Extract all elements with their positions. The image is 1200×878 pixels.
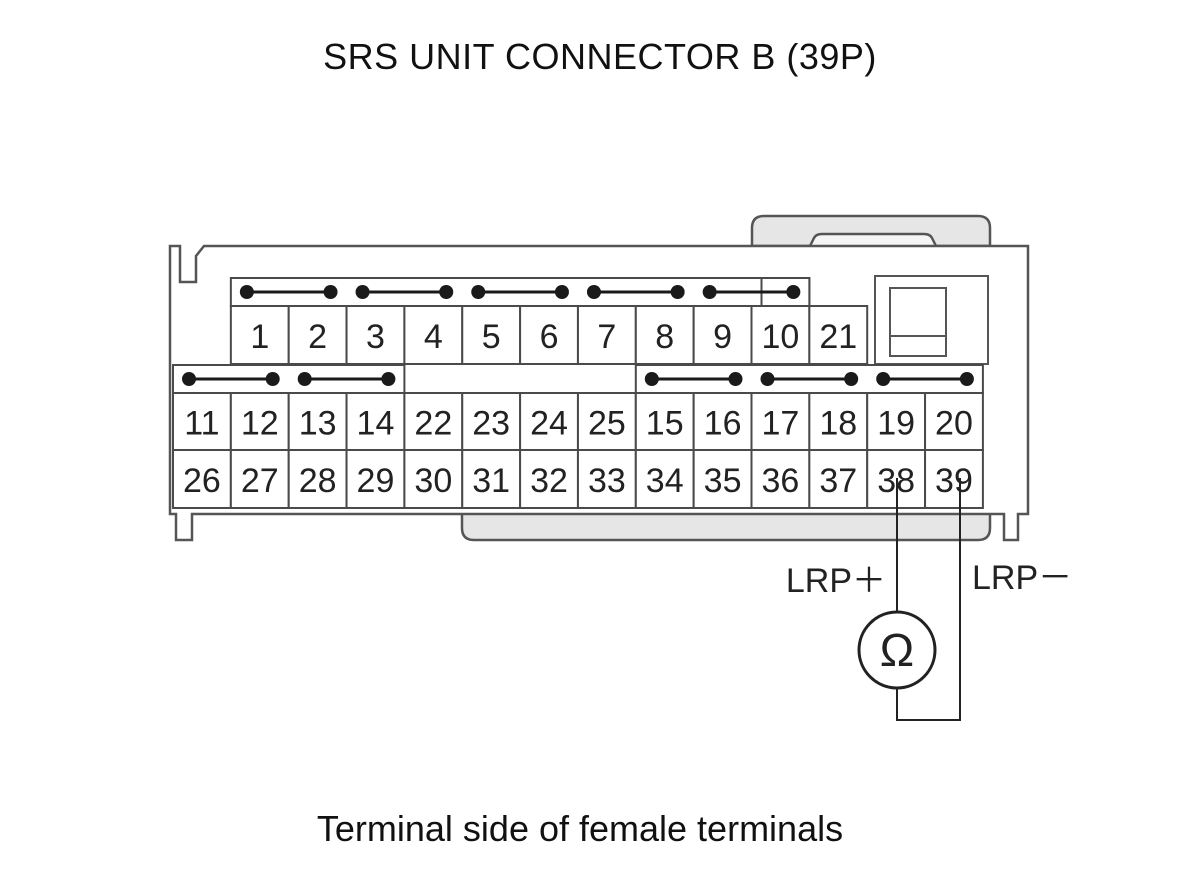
terminal-cavity bbox=[924, 449, 984, 509]
terminal-number: 27 bbox=[241, 462, 279, 500]
ohmmeter-icon bbox=[857, 610, 937, 690]
terminal-number: 3 bbox=[366, 318, 385, 356]
terminal-number: 10 bbox=[762, 318, 800, 356]
shorting-bar-contact bbox=[586, 285, 601, 299]
terminal-cavity bbox=[519, 392, 579, 451]
terminal-number: 6 bbox=[540, 318, 559, 356]
terminal-cavity bbox=[287, 392, 348, 451]
terminal-cavity bbox=[403, 449, 464, 509]
shorting-bar-contact bbox=[876, 372, 891, 386]
terminal-number: 11 bbox=[184, 405, 219, 443]
terminal-number: 23 bbox=[472, 405, 510, 443]
terminal-cavity bbox=[461, 392, 522, 451]
terminal-number: 25 bbox=[588, 405, 626, 443]
shorting-bar-contact bbox=[381, 372, 396, 386]
shorting-bar-contact bbox=[554, 285, 569, 299]
terminal-number: 37 bbox=[819, 462, 857, 500]
terminal-number: 7 bbox=[597, 318, 616, 356]
terminal-number: 1 bbox=[250, 318, 269, 356]
terminal-cavity bbox=[287, 449, 348, 509]
terminal-number: 34 bbox=[646, 462, 684, 500]
terminal-number: 33 bbox=[588, 462, 626, 500]
shorting-bar-contact bbox=[702, 285, 717, 299]
terminal-cavity bbox=[172, 449, 232, 509]
probe-label-negative: LRP－ bbox=[972, 559, 1072, 597]
connector-key-window bbox=[889, 287, 947, 357]
shorting-bar-contact bbox=[297, 372, 312, 386]
terminal-number: 18 bbox=[819, 405, 857, 443]
shorting-bar-contact bbox=[471, 285, 486, 299]
terminal-number: 30 bbox=[414, 462, 452, 500]
shorting-bar-contact bbox=[355, 285, 370, 299]
terminal-number: 8 bbox=[655, 318, 674, 356]
shorting-bar-contact bbox=[670, 285, 685, 299]
terminal-cavity bbox=[229, 392, 290, 451]
terminal-number: 15 bbox=[646, 405, 684, 443]
terminal-number: 36 bbox=[762, 462, 800, 500]
terminal-number: 4 bbox=[424, 318, 443, 356]
terminal-number: 32 bbox=[530, 462, 568, 500]
terminal-number: 14 bbox=[357, 405, 395, 443]
terminal-cavity bbox=[634, 392, 695, 451]
shorting-bar-contact bbox=[728, 372, 743, 386]
terminal-cavity bbox=[924, 392, 984, 451]
terminal-cavity bbox=[866, 392, 927, 451]
terminal-number: 21 bbox=[819, 318, 857, 356]
diagram-caption: Terminal side of female terminals bbox=[316, 808, 844, 849]
terminal-number: 2 bbox=[308, 318, 327, 356]
terminal-number: 5 bbox=[482, 318, 501, 356]
terminal-cavity bbox=[519, 449, 579, 509]
shorting-bar-contact bbox=[265, 372, 280, 386]
terminal-number: 26 bbox=[183, 462, 221, 500]
terminal-number: 16 bbox=[704, 405, 742, 443]
terminal-number: 28 bbox=[299, 462, 337, 500]
terminal-cavity bbox=[634, 449, 695, 509]
terminal-number: 22 bbox=[414, 405, 452, 443]
terminal-number: 17 bbox=[762, 405, 800, 443]
terminal-number: 9 bbox=[713, 318, 732, 356]
terminal-cavity bbox=[403, 392, 464, 451]
terminal-number: 20 bbox=[935, 405, 973, 443]
terminal-cavity bbox=[808, 305, 869, 365]
meter-circuit: Ω LRP＋ LRP－ bbox=[786, 478, 1072, 721]
shorting-bar-contact bbox=[182, 372, 196, 386]
terminal-number: 24 bbox=[530, 405, 568, 443]
shorting-bar-contact bbox=[786, 285, 801, 299]
terminal-cavity bbox=[808, 392, 869, 451]
shorting-bar-contact bbox=[644, 372, 659, 386]
shorting-bar-group bbox=[172, 277, 984, 394]
shorting-bar-contact bbox=[844, 372, 859, 386]
terminal-number: 19 bbox=[877, 405, 915, 443]
shorting-bar-contact bbox=[239, 285, 254, 299]
terminal-number: 29 bbox=[357, 462, 395, 500]
terminal-number: 35 bbox=[704, 462, 742, 500]
terminal-cavity bbox=[576, 449, 637, 509]
probe-label-positive: LRP＋ bbox=[786, 562, 886, 600]
terminal-cavity bbox=[229, 449, 290, 509]
terminal-cavity bbox=[750, 449, 811, 509]
shorting-bar-contact bbox=[323, 285, 338, 299]
terminal-number: 31 bbox=[472, 462, 510, 500]
diagram-title: SRS UNIT CONNECTOR B (39P) bbox=[323, 36, 877, 77]
terminal-number: 13 bbox=[299, 405, 337, 443]
terminal-cavity bbox=[576, 305, 637, 365]
ohm-symbol: Ω bbox=[880, 624, 914, 676]
connector-bottom-rail bbox=[460, 510, 992, 542]
terminal-number: 39 bbox=[935, 462, 973, 500]
connector-top-tab-slot bbox=[808, 232, 938, 247]
shorting-bar-contact bbox=[959, 372, 974, 386]
terminal-cavity bbox=[576, 392, 637, 451]
shorting-bar-contact bbox=[439, 285, 454, 299]
shorting-bar-contact bbox=[760, 372, 775, 386]
terminal-number: 12 bbox=[241, 405, 279, 443]
